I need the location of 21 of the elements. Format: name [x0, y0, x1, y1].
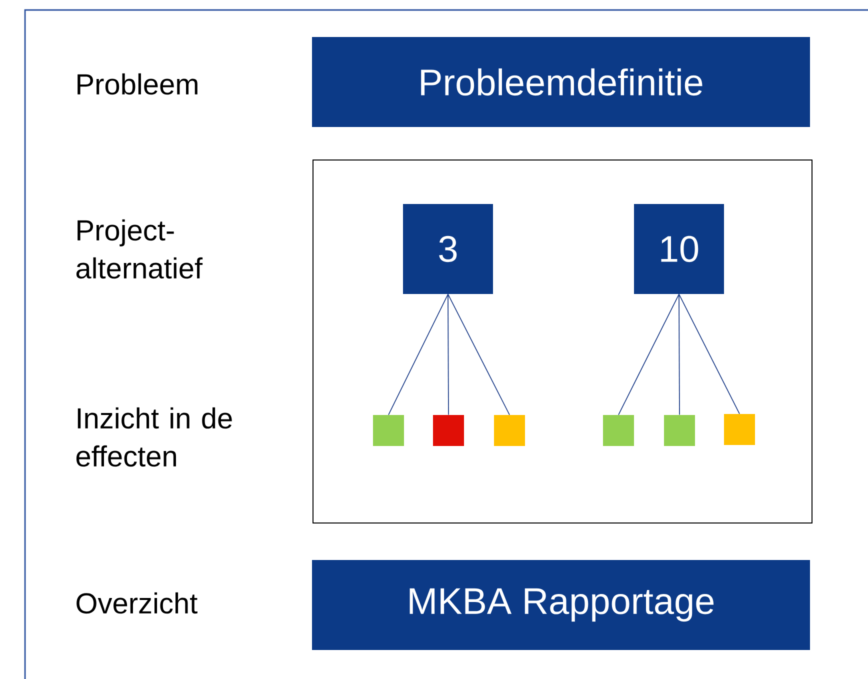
connector-line	[448, 294, 449, 416]
row-label: Overzicht	[76, 592, 198, 614]
alternative-box: 3	[403, 204, 493, 294]
row-label: Probleem	[78, 73, 198, 95]
connector-line	[678, 294, 740, 414]
row-label: Inzicht in de effecten	[76, 407, 232, 467]
group-frame	[312, 160, 812, 524]
row-label: Project-alternatief	[76, 219, 203, 279]
connector-line	[678, 294, 680, 416]
effect-square	[494, 415, 525, 446]
connector-line	[388, 294, 448, 416]
alternative-box: 10	[634, 204, 724, 294]
effect-square	[664, 415, 695, 446]
effect-square	[433, 415, 464, 446]
effect-square	[373, 415, 404, 446]
effect-square	[603, 415, 634, 446]
connector-line	[618, 294, 680, 416]
effect-square	[724, 414, 755, 445]
title-bar: Probleemdefinitie	[312, 37, 810, 127]
connector-line	[448, 294, 510, 416]
report-bar: MKBA Rapportage	[312, 560, 810, 650]
